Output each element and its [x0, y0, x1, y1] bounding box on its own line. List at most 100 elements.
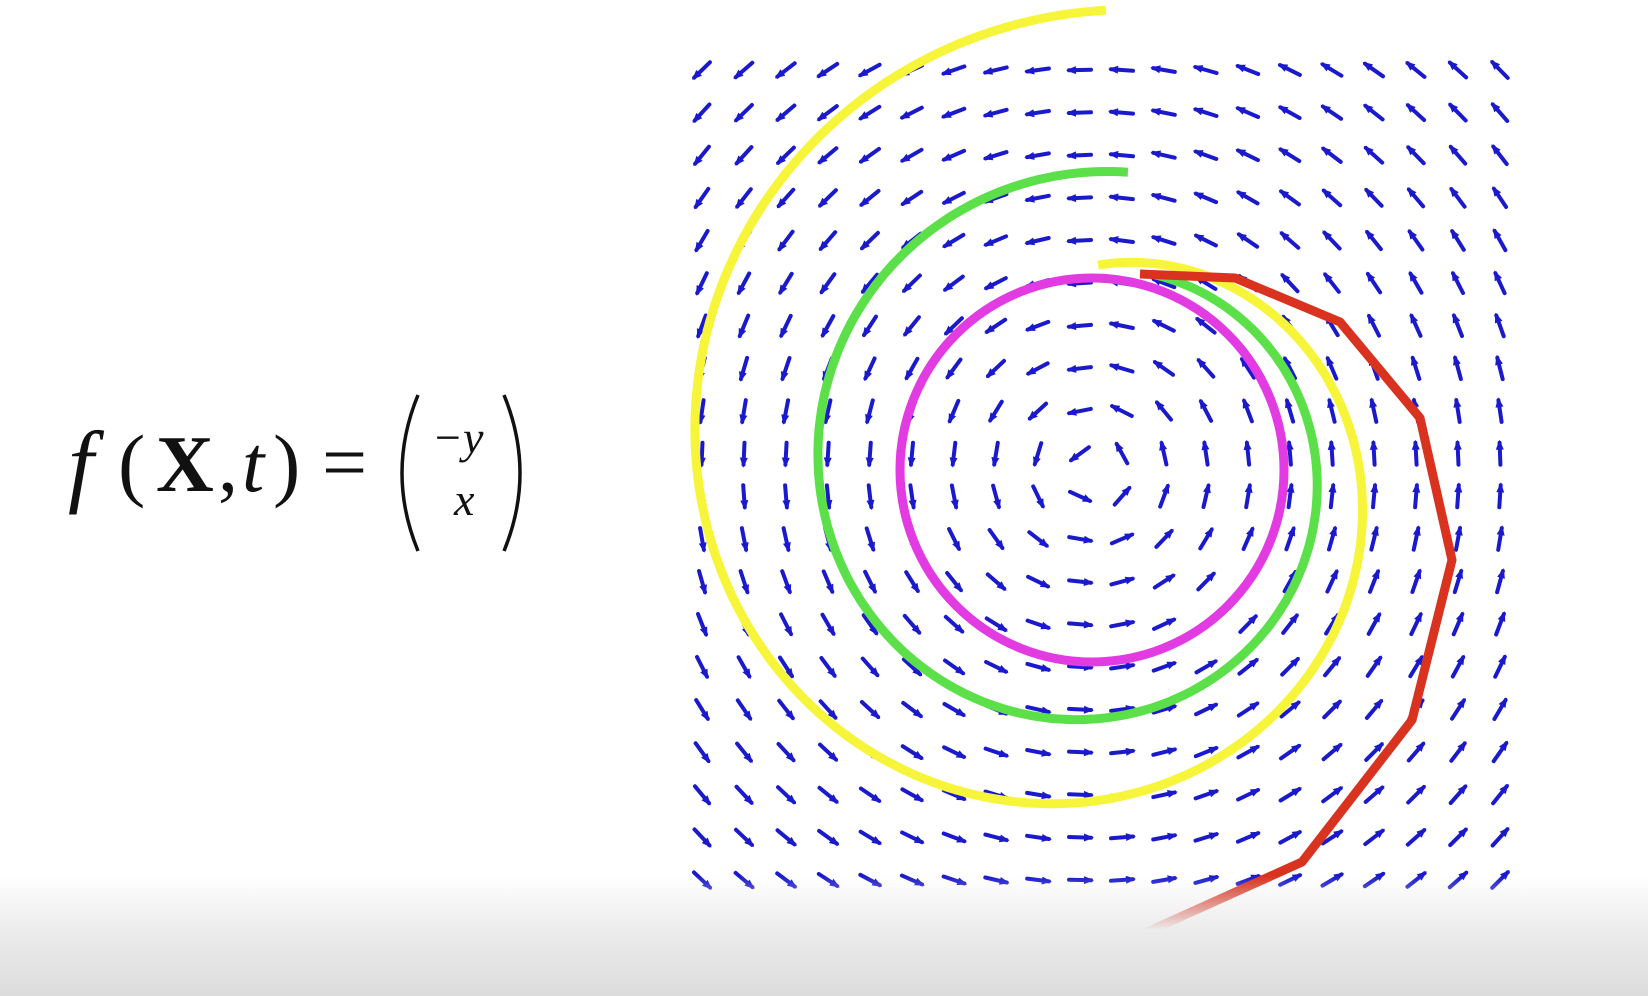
vector-arrow-head: [1192, 65, 1204, 73]
vector-arrow-head: [1365, 229, 1375, 240]
vector-arrow-head: [867, 541, 875, 553]
vector-arrow-head: [817, 154, 828, 165]
vector-arrow-head: [859, 240, 870, 251]
vector-arrow-head: [1199, 398, 1208, 410]
vector-arrow-head: [818, 240, 829, 252]
vector-arrow-head: [955, 665, 966, 675]
vector-arrow-head: [700, 668, 709, 680]
vector-arrow-head: [1490, 102, 1501, 113]
vector-arrow-head: [1166, 704, 1178, 713]
vector-arrow-head: [1161, 483, 1170, 494]
bottom-shade: [0, 876, 1648, 996]
vector-arrow-head: [1039, 579, 1051, 588]
vector-arrow-head: [1320, 104, 1331, 114]
vector-arrow-head: [1038, 538, 1049, 548]
vector-arrow-head: [984, 324, 995, 334]
vector-arrow-head: [1323, 272, 1333, 283]
vector-arrow-head: [738, 328, 747, 339]
vector-arrow-head: [1152, 360, 1163, 370]
vector-arrow-head: [1449, 186, 1459, 198]
vector-arrow-head: [1205, 571, 1216, 582]
vector-arrow-head: [952, 540, 961, 552]
vector-arrow-head: [982, 109, 994, 118]
vector-arrow-head: [1036, 498, 1045, 509]
vector-arrow-head: [1410, 313, 1418, 324]
vector-arrow-head: [739, 371, 747, 382]
vector-arrow-head: [1493, 228, 1502, 239]
vector-arrow-head: [1457, 741, 1467, 752]
trajectory-magenta: [895, 273, 1289, 667]
vector-arrow-head: [1083, 620, 1094, 629]
vector-arrow-head: [1041, 791, 1052, 800]
vector-arrow-head: [1406, 145, 1417, 156]
vector-arrow-head: [1277, 63, 1289, 72]
vector-arrow-head: [1192, 107, 1204, 116]
vector-arrow-head: [1327, 397, 1335, 409]
vector-arrow-head: [1066, 66, 1077, 75]
vector-arrow-head: [1277, 105, 1289, 115]
formula-f: f: [68, 413, 105, 515]
vector-arrow-head: [1196, 358, 1207, 369]
formula-vector-bottom: x: [453, 474, 475, 525]
vector-arrow-head: [1024, 109, 1035, 118]
vector-arrow-head: [823, 414, 831, 425]
vector-arrow-head: [1416, 828, 1427, 838]
vector-arrow-head: [1083, 535, 1094, 544]
vector-arrow-head: [948, 413, 957, 424]
vector-arrow-head: [899, 153, 911, 163]
vector-arrow-head: [1412, 525, 1421, 536]
vector-arrow-head: [869, 667, 880, 678]
vector-arrow-head: [861, 283, 871, 294]
vector-arrow-head: [908, 499, 917, 511]
vector-arrow-head: [1452, 312, 1461, 324]
vector-arrow-head: [1108, 321, 1119, 329]
vector-arrow-head: [955, 750, 967, 759]
vector-arrow-head: [700, 710, 710, 722]
vector-arrow-head: [1454, 525, 1463, 536]
vector-arrow-head: [741, 584, 749, 595]
vector-arrow-head: [1321, 188, 1332, 199]
vector-arrow-head: [783, 584, 792, 595]
vector-arrow-head: [998, 834, 1010, 843]
vector-arrow-head: [1448, 102, 1459, 113]
vector-arrow-head: [1033, 456, 1041, 468]
vector-arrow-head: [1290, 700, 1301, 710]
vector-arrow-head: [1414, 611, 1422, 623]
vector-arrow-head: [858, 111, 869, 120]
vector-arrow-head: [784, 668, 794, 679]
vector-arrow-head: [956, 835, 968, 843]
vector-arrow-head: [907, 457, 916, 468]
vector-arrow-head: [1411, 439, 1420, 450]
vector-arrow-head: [953, 582, 963, 593]
vector-arrow-head: [1414, 654, 1424, 666]
vector-arrow-head: [859, 197, 870, 207]
vector-arrow-head: [1208, 832, 1220, 840]
vector-arrow-head: [913, 793, 925, 802]
vector-arrow-head: [982, 67, 993, 75]
vector-arrow-head: [950, 499, 959, 511]
vector-arrow-head: [1024, 66, 1035, 75]
vector-arrow-head: [1405, 103, 1416, 113]
vector-arrow-head: [1332, 699, 1342, 710]
vector-arrow-head: [1498, 697, 1508, 708]
vector-arrow-head: [1204, 527, 1214, 538]
vector-arrow-head: [1332, 743, 1343, 753]
vector-arrow-head: [940, 110, 952, 118]
vector-arrow-head: [733, 69, 744, 80]
vector-arrow-head: [1235, 107, 1246, 115]
vector-arrow-head: [866, 499, 875, 511]
vector-arrow-head: [1066, 236, 1077, 245]
vector-arrow-head: [1407, 187, 1417, 198]
vector-arrow-head: [1083, 705, 1094, 714]
vector-arrow-head: [1250, 831, 1261, 840]
vector-arrow-head: [816, 68, 827, 78]
vector-arrow-head: [1416, 784, 1426, 795]
formula-comma: ,: [218, 421, 238, 509]
vector-arrow-head: [1456, 697, 1466, 709]
vector-arrow-head: [868, 583, 877, 595]
vector-arrow-head: [1320, 62, 1331, 72]
vector-arrow-head: [1207, 659, 1219, 669]
vector-arrow-head: [1150, 65, 1161, 74]
formula-equals: =: [322, 419, 367, 507]
vector-arrow-head: [1457, 784, 1468, 795]
